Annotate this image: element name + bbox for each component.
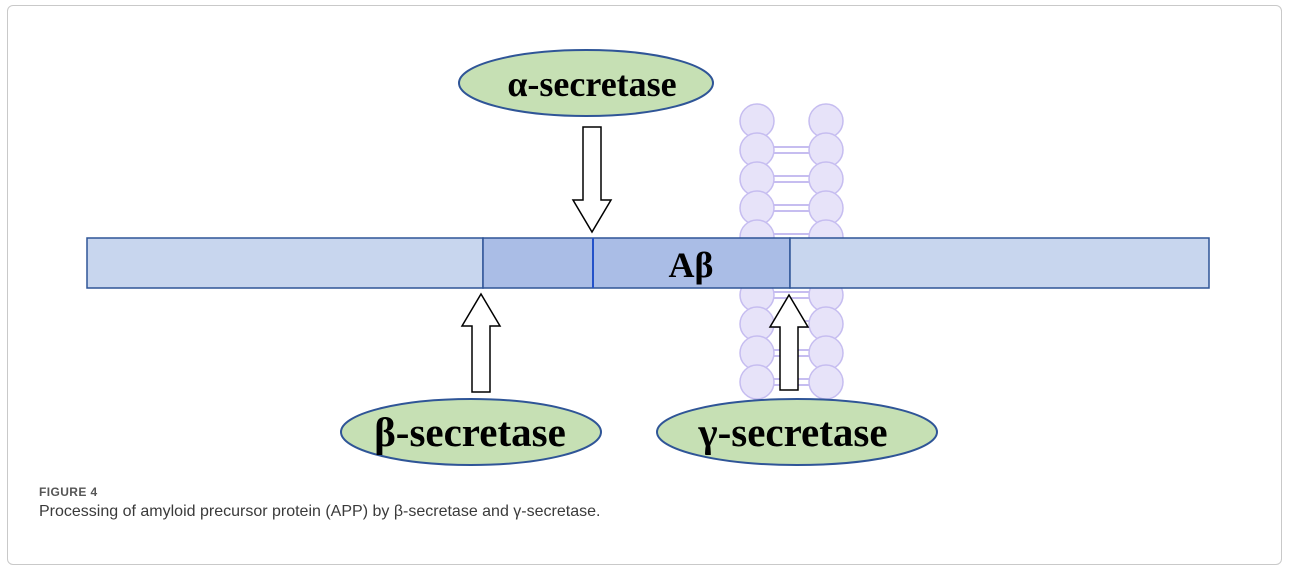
figure-caption: Processing of amyloid precursor protein … bbox=[39, 503, 601, 520]
beta-arrow-up bbox=[460, 292, 502, 393]
app-c-terminal-segment bbox=[789, 237, 1210, 289]
beta-secretase-ellipse bbox=[340, 398, 602, 466]
lipid-head bbox=[739, 364, 775, 400]
gamma-secretase-node: γ-secretase bbox=[656, 398, 938, 466]
alpha-secretase-ellipse bbox=[458, 49, 714, 117]
gamma-secretase-label: γ-secretase bbox=[697, 409, 887, 455]
figure-frame bbox=[7, 5, 1282, 565]
beta-secretase-label: β-secretase bbox=[374, 409, 566, 455]
figure-number: FIGURE 4 bbox=[39, 485, 98, 499]
gamma-secretase-ellipse bbox=[656, 398, 938, 466]
app-protein-bar: Aβ bbox=[86, 237, 1210, 289]
alpha-secretase-label: α-secretase bbox=[507, 64, 676, 104]
alpha-arrow-down bbox=[571, 126, 613, 234]
beta-secretase-node: β-secretase bbox=[340, 398, 602, 466]
lipid-head bbox=[808, 364, 844, 400]
alpha-secretase-node: α-secretase bbox=[458, 49, 714, 117]
abeta-segment bbox=[482, 237, 791, 289]
app-n-terminal-segment bbox=[86, 237, 484, 289]
abeta-label: Aβ bbox=[669, 245, 714, 285]
gamma-arrow-up bbox=[768, 293, 810, 391]
